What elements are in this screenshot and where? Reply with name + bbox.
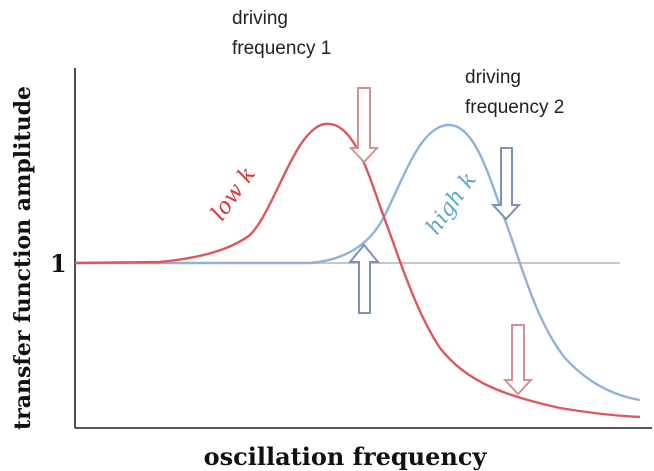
driving-frequency-1-arrow-top [348,87,380,164]
driving-frequency-1-line1: driving [232,8,288,29]
driving-frequency-2-arrow-top [490,147,522,221]
x-axis-label: oscillation frequency [204,442,488,471]
y-axis-label: transfer function amplitude [10,86,36,430]
curve-low-k [74,122,641,419]
driving-frequency-2-arrow-bottom [502,324,534,396]
curve-high-k [75,123,641,402]
label-low-k: low k [206,162,261,225]
driving-frequency-2-line1: driving [465,67,521,88]
y-tick-1: 1 [50,249,67,278]
driving-frequency-1-arrow-bottom [347,243,381,314]
label-high-k: high k [421,168,482,240]
driving-frequency-1-line2: frequency 1 [232,38,331,59]
driving-frequency-2-line2: frequency 2 [465,97,564,118]
